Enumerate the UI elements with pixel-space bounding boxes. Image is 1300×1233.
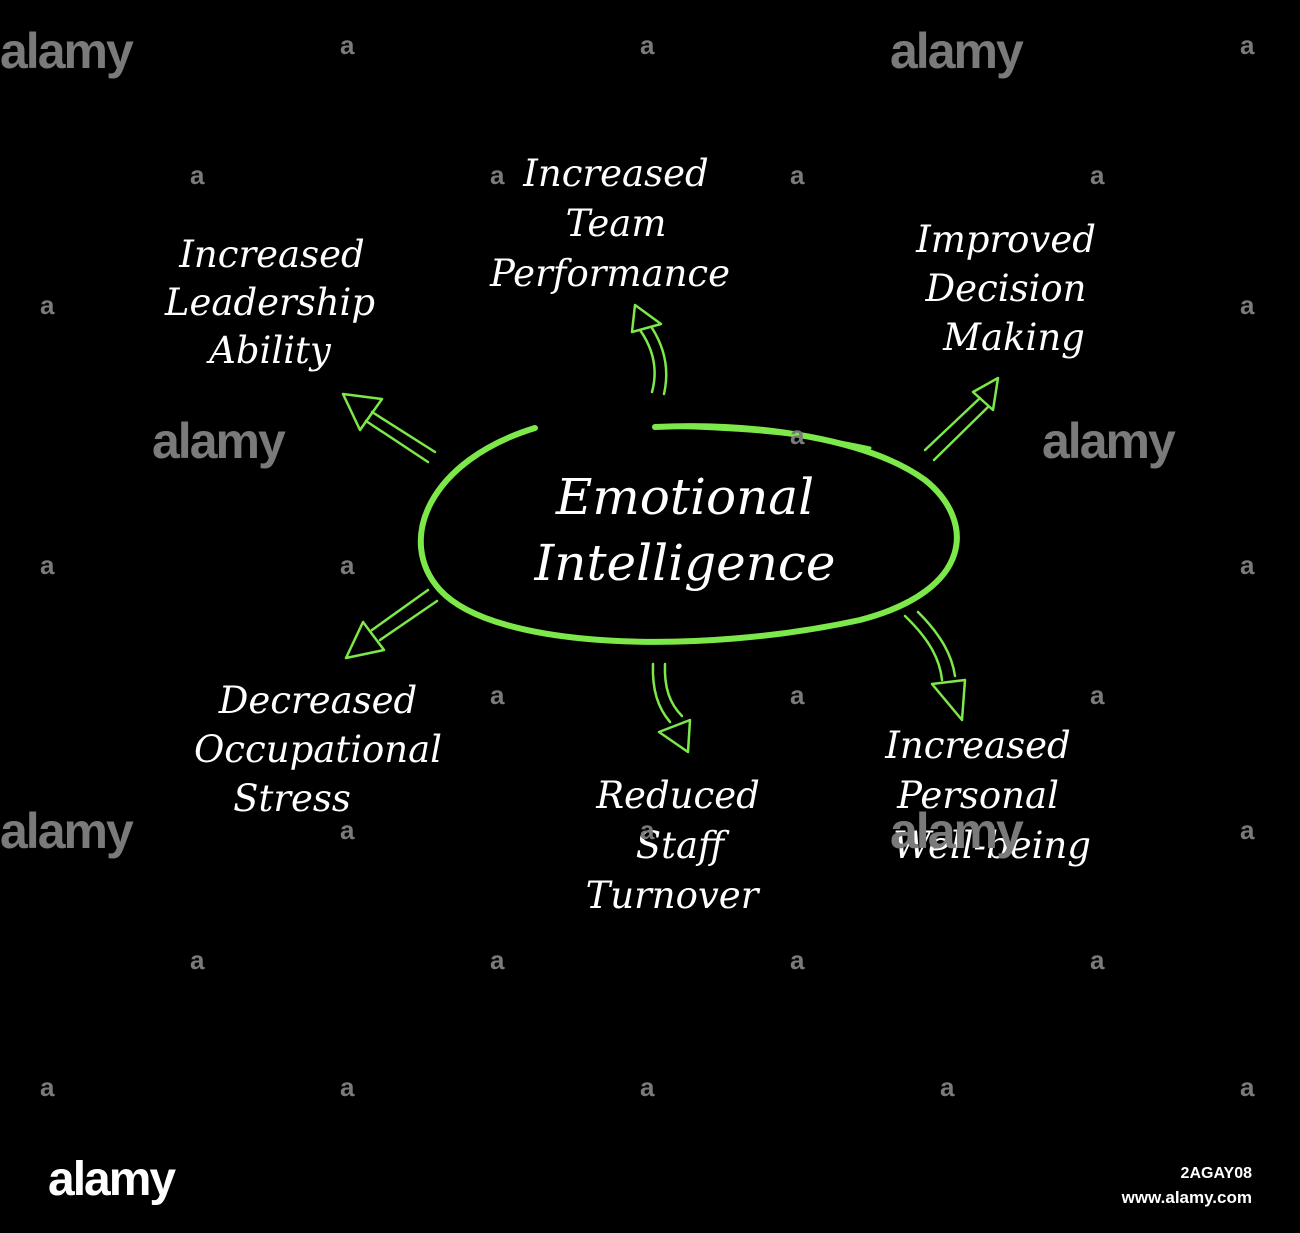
arrow-to-leadership [341,392,437,464]
label-staff-turnover: Reduced Staff Turnover [586,774,761,917]
watermark-mark: a [490,680,505,710]
arrow-to-team-performance [630,303,668,396]
footer-brand-logo: alamy [48,1153,176,1206]
label-stress-line-3: Stress [233,777,351,820]
label-stress-line-1: Decreased [218,679,418,722]
watermark-mark: a [1240,1072,1255,1102]
label-wellbeing-line-1: Increased [884,724,1070,767]
watermark-mark: a [340,1072,355,1102]
arrow-to-personal-wellbeing [903,610,967,722]
watermark-mark: a [1240,30,1255,60]
center-ellipse [417,423,960,645]
watermark-mark: a [1240,290,1255,320]
label-decision-line-3: Making [942,316,1085,359]
watermark-mark: a [40,290,55,320]
label-turnover-line-2: Staff [636,824,730,867]
arrow-to-staff-turnover [651,662,692,754]
watermark-mark: a [490,160,505,190]
center-title-line-2: Intelligence [533,534,835,592]
watermark-mark: a [940,1072,955,1102]
label-decision-making: Improved Decision Making [915,218,1096,359]
label-team-line-2: Team [566,202,667,245]
label-turnover-line-3: Turnover [586,874,761,917]
watermark-logo: alamy [890,23,1024,79]
label-team-performance: Increased Team Performance [489,152,730,295]
center-title-line-1: Emotional [555,468,814,526]
watermark-mark: a [640,1072,655,1102]
label-leadership-line-3: Ability [206,329,332,372]
footer-site-url: www.alamy.com [1121,1188,1252,1207]
watermark-logo: alamy [890,803,1024,859]
watermark-logo: alamy [1042,413,1176,469]
label-decision-line-1: Improved [915,218,1096,261]
label-wellbeing-line-3: Well-being [893,824,1091,867]
label-wellbeing-line-2: Personal [896,774,1059,817]
watermark-mark: a [790,945,805,975]
label-turnover-line-1: Reduced [595,774,760,817]
label-decision-line-2: Decision [924,267,1086,310]
watermark-mark: a [1240,550,1255,580]
footer-image-id: 2AGAY08 [1180,1165,1252,1182]
watermark-mark: a [640,815,655,845]
watermark-mark: a [190,945,205,975]
watermark-logo: alamy [0,803,134,859]
watermark-mark: a [1090,160,1105,190]
watermark-mark: a [1090,680,1105,710]
label-leadership-ability: Increased Leadership Ability [164,233,375,372]
watermark-logo: alamy [0,23,134,79]
watermark-mark: a [1240,815,1255,845]
watermark-mark: a [340,30,355,60]
arrow-to-occupational-stress [344,588,439,660]
label-stress-line-2: Occupational [194,728,442,771]
label-leadership-line-1: Increased [178,233,364,276]
label-leadership-line-2: Leadership [164,281,375,324]
watermark-mark: a [40,1072,55,1102]
watermark-mark: a [340,550,355,580]
watermark-mark: a [340,815,355,845]
label-occupational-stress: Decreased Occupational Stress [194,679,442,820]
watermark-mark: a [790,420,805,450]
label-team-line-3: Performance [489,252,730,295]
watermark-mark: a [790,680,805,710]
label-team-line-1: Increased [522,152,708,195]
watermark-logo: alamy [152,413,286,469]
watermark-mark: a [490,945,505,975]
footer-image-info: 2AGAY08 www.alamy.com [1122,1162,1252,1210]
watermark-mark: a [1090,945,1105,975]
label-personal-wellbeing: Increased Personal Well-being [884,724,1091,867]
watermark-mark: a [190,160,205,190]
watermark-mark: a [640,30,655,60]
watermark-mark: a [40,550,55,580]
watermark-mark: a [790,160,805,190]
arrow-to-decision-making [923,376,1000,462]
